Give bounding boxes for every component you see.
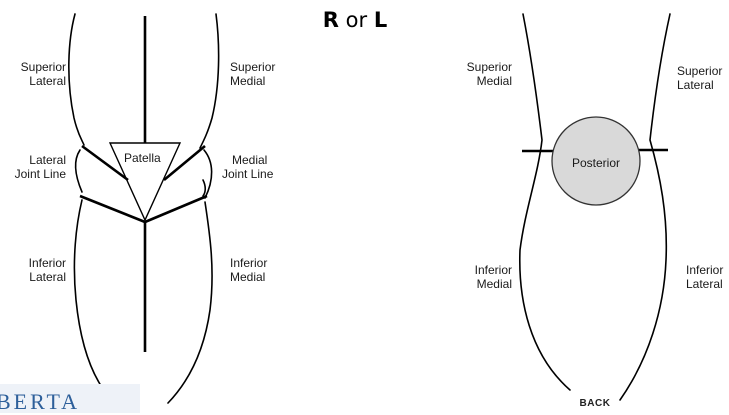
label-line: Medial bbox=[230, 74, 300, 88]
back-superior-medial-label: Superior Medial bbox=[440, 60, 512, 88]
front-superior-lateral-label: Superior Lateral bbox=[2, 60, 66, 88]
back-inferior-lateral-label: Inferior Lateral bbox=[686, 263, 729, 291]
side-selector-title: R or L bbox=[300, 8, 410, 32]
label-line: Inferior bbox=[686, 263, 729, 277]
label-line: Lateral bbox=[2, 74, 66, 88]
title-r: R bbox=[323, 8, 339, 32]
label-line: Joint Line bbox=[0, 167, 66, 181]
posterior-label: Posterior bbox=[568, 156, 624, 170]
front-lateral-joint-line-label: Lateral Joint Line bbox=[0, 153, 66, 181]
front-right-tick bbox=[203, 180, 205, 196]
label-line: Joint Line bbox=[222, 167, 302, 181]
title-or: or bbox=[339, 8, 374, 32]
back-leg-outline bbox=[520, 14, 670, 400]
front-left-outline-upper bbox=[69, 14, 84, 145]
label-line: Lateral bbox=[686, 277, 729, 291]
front-superior-medial-label: Superior Medial bbox=[230, 60, 300, 88]
label-line: Superior bbox=[440, 60, 512, 74]
label-line: Inferior bbox=[452, 263, 512, 277]
label-line: Superior bbox=[2, 60, 66, 74]
back-inferior-medial-label: Inferior Medial bbox=[452, 263, 512, 291]
back-right-outline bbox=[620, 14, 670, 400]
label-line: Lateral bbox=[2, 270, 66, 284]
label-line: Medial bbox=[222, 153, 302, 167]
front-inferior-lateral-label: Inferior Lateral bbox=[2, 256, 66, 284]
front-medial-joint-line-label: Medial Joint Line bbox=[222, 153, 302, 181]
back-superior-lateral-label: Superior Lateral bbox=[677, 64, 729, 92]
label-line: Superior bbox=[230, 60, 300, 74]
label-line: Inferior bbox=[230, 256, 300, 270]
front-right-outline-lower bbox=[168, 202, 212, 403]
front-inferior-medial-label: Inferior Medial bbox=[230, 256, 300, 284]
title-l: L bbox=[374, 8, 387, 32]
front-zone-lines bbox=[80, 16, 207, 352]
label-line: Superior bbox=[677, 64, 729, 78]
label-line: Medial bbox=[440, 74, 512, 88]
patella-label: Patella bbox=[124, 151, 168, 165]
front-left-outline-mid bbox=[76, 150, 82, 192]
label-line: Medial bbox=[230, 270, 300, 284]
label-line: Lateral bbox=[0, 153, 66, 167]
brand-text: BERTA bbox=[0, 389, 80, 415]
back-left-outline bbox=[520, 14, 570, 390]
label-line: Lateral bbox=[677, 78, 729, 92]
label-line: Inferior bbox=[2, 256, 66, 270]
front-right-outline-upper bbox=[200, 14, 219, 148]
front-left-outline-lower bbox=[74, 200, 110, 398]
label-line: Medial bbox=[452, 277, 512, 291]
back-view-caption: BACK bbox=[575, 398, 615, 409]
